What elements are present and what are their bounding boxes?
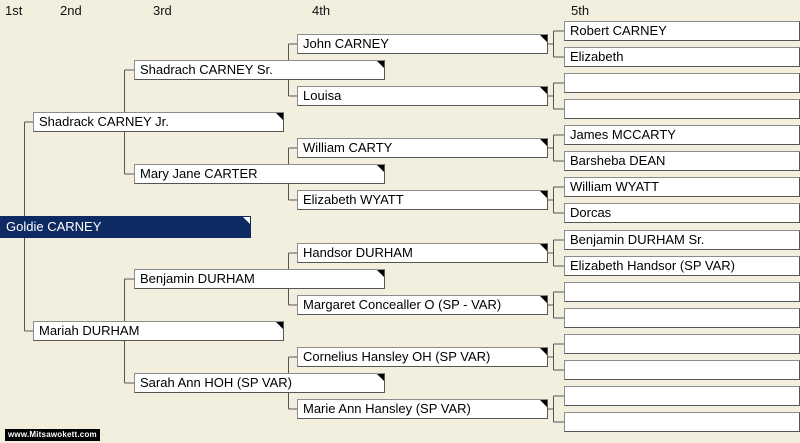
person-box-gen4-4[interactable]: Handsor DURHAM (297, 243, 548, 263)
expand-corner-icon (377, 61, 384, 68)
expand-corner-icon (243, 217, 250, 224)
person-name: Benjamin DURHAM Sr. (570, 232, 705, 247)
person-name: John CARNEY (303, 36, 389, 51)
person-name: William WYATT (570, 179, 660, 194)
expand-corner-icon (540, 348, 547, 355)
expand-corner-icon (540, 139, 547, 146)
generation-header-4: 4th (312, 3, 331, 18)
expand-corner-icon (540, 35, 547, 42)
expand-corner-icon (540, 296, 547, 303)
person-box-gen5-15[interactable] (564, 412, 800, 432)
person-box-gen5-12[interactable] (564, 334, 800, 354)
person-box-gen4-3[interactable]: Elizabeth WYATT (297, 190, 548, 210)
person-name: Elizabeth Handsor (SP VAR) (570, 258, 735, 273)
person-box-gen2-0[interactable]: Shadrack CARNEY Jr. (33, 112, 284, 132)
person-box-gen5-14[interactable] (564, 386, 800, 406)
expand-corner-icon (540, 400, 547, 407)
person-name: Elizabeth (570, 49, 624, 64)
person-box-gen5-7[interactable]: Dorcas (564, 203, 800, 223)
person-name: Louisa (303, 88, 342, 103)
expand-corner-icon (540, 87, 547, 94)
person-name: Shadrack CARNEY Jr. (39, 114, 169, 129)
person-name: Barsheba DEAN (570, 153, 666, 168)
watermark: www.Mitsawokett.com (5, 429, 100, 441)
generation-header-3: 3rd (153, 3, 172, 18)
person-box-gen3-0[interactable]: Shadrach CARNEY Sr. (134, 60, 385, 80)
person-box-gen5-9[interactable]: Elizabeth Handsor (SP VAR) (564, 256, 800, 276)
person-name: Shadrach CARNEY Sr. (140, 62, 273, 77)
person-box-gen3-2[interactable]: Benjamin DURHAM (134, 269, 385, 289)
expand-corner-icon (377, 165, 384, 172)
expand-corner-icon (540, 191, 547, 198)
generation-header-5: 5th (571, 3, 590, 18)
person-box-gen4-2[interactable]: William CARTY (297, 138, 548, 158)
person-box-gen5-11[interactable] (564, 308, 800, 328)
person-name: Benjamin DURHAM (140, 271, 255, 286)
person-box-gen1-0[interactable]: Goldie CARNEY (0, 216, 251, 238)
person-name: Elizabeth WYATT (303, 192, 404, 207)
person-box-gen5-6[interactable]: William WYATT (564, 177, 800, 197)
person-name: Handsor DURHAM (303, 245, 413, 260)
person-name: Cornelius Hansley OH (SP VAR) (303, 349, 491, 364)
person-box-gen3-3[interactable]: Sarah Ann HOH (SP VAR) (134, 373, 385, 393)
expand-corner-icon (540, 244, 547, 251)
person-name: Mariah DURHAM (39, 323, 140, 338)
person-box-gen4-6[interactable]: Cornelius Hansley OH (SP VAR) (297, 347, 548, 367)
person-name: Marie Ann Hansley (SP VAR) (303, 401, 471, 416)
person-name: Dorcas (570, 205, 612, 220)
person-box-gen4-5[interactable]: Margaret Concealler O (SP - VAR) (297, 295, 548, 315)
person-name: Goldie CARNEY (6, 219, 102, 234)
person-name: Margaret Concealler O (SP - VAR) (303, 297, 502, 312)
expand-corner-icon (377, 270, 384, 277)
expand-corner-icon (377, 374, 384, 381)
person-box-gen5-5[interactable]: Barsheba DEAN (564, 151, 800, 171)
person-box-gen4-7[interactable]: Marie Ann Hansley (SP VAR) (297, 399, 548, 419)
person-name: William CARTY (303, 140, 393, 155)
person-box-gen4-0[interactable]: John CARNEY (297, 34, 548, 54)
person-box-gen3-1[interactable]: Mary Jane CARTER (134, 164, 385, 184)
expand-corner-icon (276, 113, 283, 120)
person-box-gen5-8[interactable]: Benjamin DURHAM Sr. (564, 230, 800, 250)
person-name: Robert CARNEY (570, 23, 667, 38)
person-box-gen2-1[interactable]: Mariah DURHAM (33, 321, 284, 341)
person-box-gen5-10[interactable] (564, 282, 800, 302)
person-box-gen5-0[interactable]: Robert CARNEY (564, 21, 800, 41)
person-name: Sarah Ann HOH (SP VAR) (140, 375, 292, 390)
person-name: James MCCARTY (570, 127, 676, 142)
person-box-gen5-4[interactable]: James MCCARTY (564, 125, 800, 145)
person-box-gen5-2[interactable] (564, 73, 800, 93)
expand-corner-icon (276, 322, 283, 329)
person-box-gen5-13[interactable] (564, 360, 800, 380)
person-box-gen4-1[interactable]: Louisa (297, 86, 548, 106)
person-box-gen5-1[interactable]: Elizabeth (564, 47, 800, 67)
generation-header-1: 1st (5, 3, 23, 18)
person-box-gen5-3[interactable] (564, 99, 800, 119)
person-name: Mary Jane CARTER (140, 166, 258, 181)
generation-header-2: 2nd (60, 3, 82, 18)
